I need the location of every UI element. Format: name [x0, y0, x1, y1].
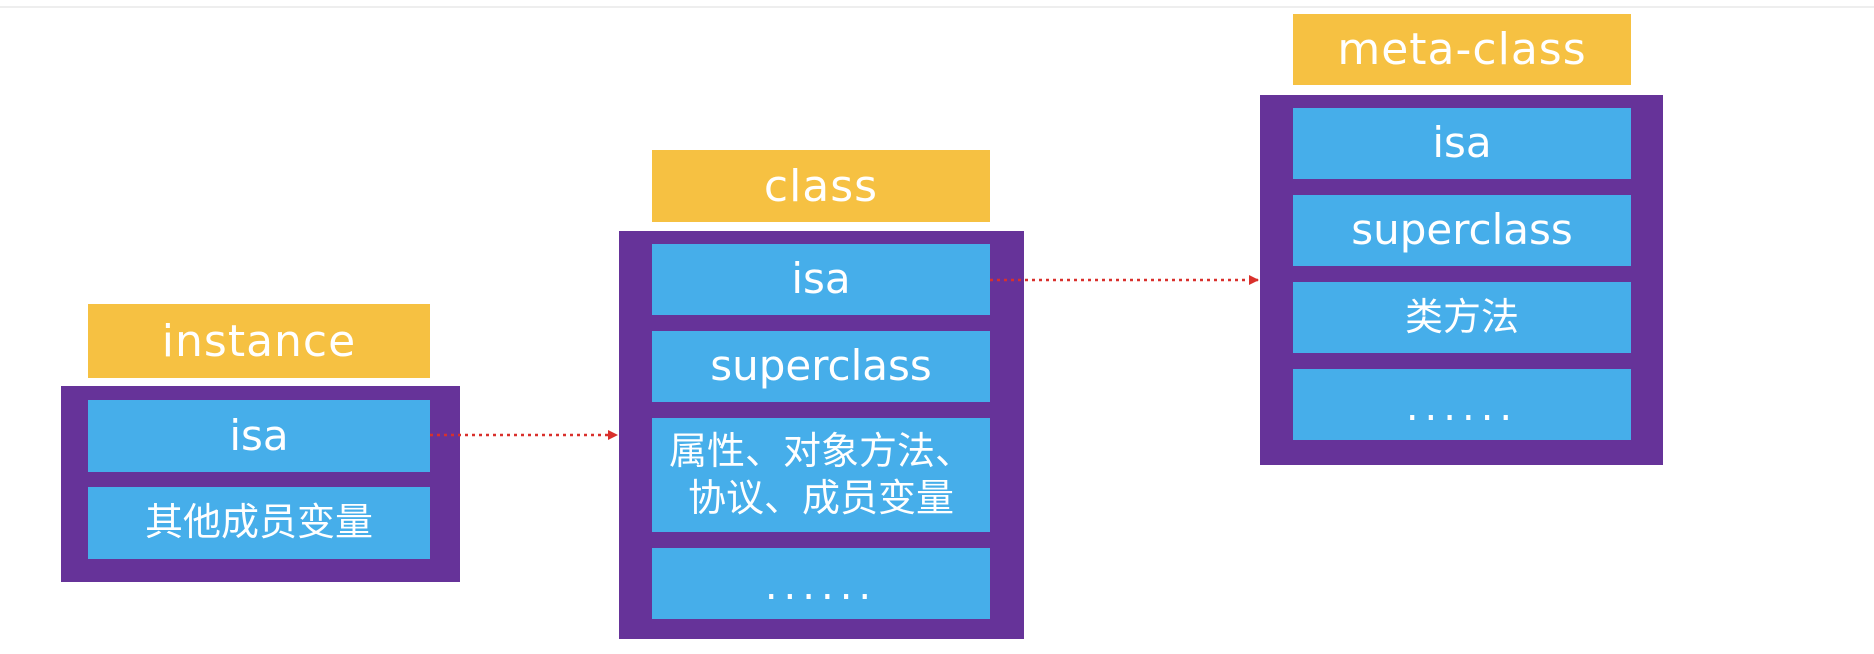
class-field-isa: isa — [652, 244, 990, 315]
instance-field-ivars: 其他成员变量 — [88, 487, 430, 559]
instance-title: instance — [88, 304, 430, 378]
meta-class-field-more: ...... — [1293, 369, 1631, 440]
meta-class-title: meta-class — [1293, 14, 1631, 85]
top-divider — [0, 6, 1874, 8]
class-field-superclass: superclass — [652, 331, 990, 402]
meta-class-field-class-methods: 类方法 — [1293, 282, 1631, 353]
class-field-more: ...... — [652, 548, 990, 619]
class-field-props-methods: 属性、对象方法、协议、成员变量 — [652, 418, 990, 532]
meta-class-field-superclass: superclass — [1293, 195, 1631, 266]
meta-class-field-isa: isa — [1293, 108, 1631, 179]
class-title: class — [652, 150, 990, 222]
instance-field-isa: isa — [88, 400, 430, 472]
